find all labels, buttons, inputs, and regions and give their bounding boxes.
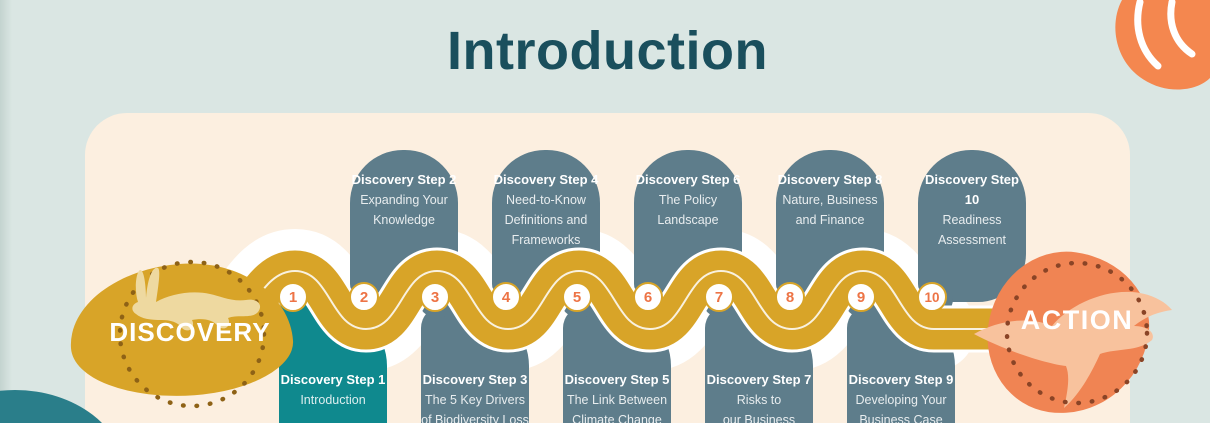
step-card-title: Discovery Step 4 (493, 172, 599, 187)
step-card-line: of Biodiversity Loss (421, 413, 529, 423)
step-card-title: Discovery Step 10 (925, 172, 1019, 207)
step-card-title: Discovery Step 6 (635, 172, 741, 187)
step-card-line: Developing Your (855, 393, 947, 407)
step-card-line: Risks to (736, 393, 782, 407)
step-card-line: The Policy (658, 193, 718, 207)
step-number-badge[interactable]: 5 (562, 282, 592, 312)
step-number-badge[interactable]: 3 (420, 282, 450, 312)
step-card-line: Assessment (937, 233, 1007, 247)
step-card-line: Definitions and (504, 213, 588, 227)
step-card-title: Discovery Step 2 (351, 172, 457, 187)
step-number-badge[interactable]: 4 (491, 282, 521, 312)
step-card-title: Discovery Step 8 (777, 172, 883, 187)
step-card-title: Discovery Step 7 (706, 372, 812, 387)
action-label: ACTION (1020, 305, 1134, 335)
step-number-badge[interactable]: 2 (349, 282, 379, 312)
step-card-line: The Link Between (566, 393, 668, 407)
step-card-line: Frameworks (511, 233, 581, 247)
step-number-badge[interactable]: 6 (633, 282, 663, 312)
step-number-badge[interactable]: 7 (704, 282, 734, 312)
step-card-title: Discovery Step 9 (848, 372, 954, 387)
step-card-title: Discovery Step 1 (280, 372, 386, 387)
discovery-label: DISCOVERY (109, 317, 271, 347)
step-card-line: Introduction (300, 393, 366, 407)
step-card-line: Landscape (657, 213, 719, 227)
step-card-line: Business Case (859, 413, 943, 423)
step-number-badge[interactable]: 9 (846, 282, 876, 312)
step-card-line: Nature, Business (782, 193, 878, 207)
step-card-line: our Business (722, 413, 796, 423)
step-card-line: Expanding Your (360, 193, 448, 207)
step-number-badge[interactable]: 1 (278, 282, 308, 312)
step-card-line: The 5 Key Drivers (424, 393, 526, 407)
page-edge-shadow (0, 0, 12, 423)
step-card-title: Discovery Step 5 (564, 372, 670, 387)
step-card-title: Discovery Step 3 (422, 372, 528, 387)
step-card-line: Need-to-Know (506, 193, 586, 207)
step-number-badge[interactable]: 10 (917, 282, 947, 312)
step-card-line: Climate Change and (572, 413, 662, 423)
page-title: Introduction (447, 21, 768, 81)
step-card-line: and Finance (795, 213, 865, 227)
step-number-badge[interactable]: 8 (775, 282, 805, 312)
step-card-line: Readiness (942, 213, 1002, 227)
step-card-line: Knowledge (373, 213, 435, 227)
